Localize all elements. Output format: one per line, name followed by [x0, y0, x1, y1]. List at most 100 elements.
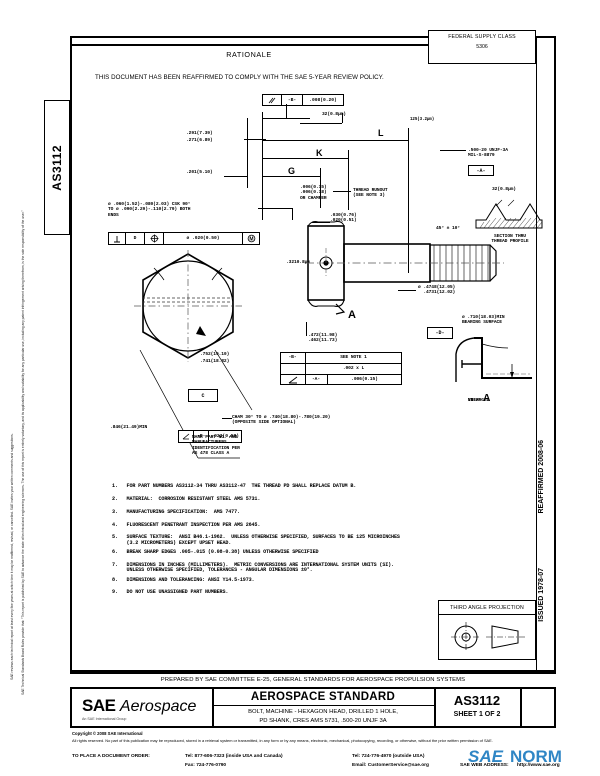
- projection-label: THIRD ANGLE PROJECTION: [438, 601, 536, 614]
- shank-dia-leader: [398, 290, 416, 291]
- doc-title: BOLT, MACHINE - HEXAGON HEAD, DRILLED 1 …: [214, 705, 432, 728]
- issued-date: ISSUED 1978-07: [538, 568, 552, 668]
- doc-number-text: AS3112: [453, 692, 501, 708]
- footer-tel-inside: Tel: 877-606-7323 (inside USA and Canada…: [185, 754, 283, 759]
- projection-box-divider: [438, 614, 536, 615]
- svg-text:NORM: NORM: [510, 747, 562, 766]
- footer-web-link[interactable]: http://www.sae.org: [517, 763, 560, 768]
- sae-norm-watermark: SAE NORM: [468, 745, 598, 767]
- thread-spec-leader: [440, 150, 466, 151]
- watermark-svg: SAE NORM: [468, 747, 562, 766]
- fcf-pos-symbol: [145, 233, 164, 244]
- fcf-table-datum-b: -B-: [288, 354, 297, 360]
- callout-head-height-max: .291(7.39): [186, 131, 213, 136]
- side-tab-label: AS3112: [44, 100, 70, 235]
- dim-label-K: K: [316, 148, 323, 158]
- fcf-top-datum: -B-: [282, 95, 303, 105]
- ext-line-G-right: [320, 168, 321, 208]
- datum-d-marker: -D-: [427, 327, 453, 339]
- federal-supply-class-box: [428, 30, 536, 64]
- svg-text:SAE: SAE: [468, 747, 504, 766]
- fcf-table-note-ref: SEE NOTE 1: [340, 354, 367, 360]
- footer-tel-outside: Tel: 724-776-4970 (outside USA): [352, 754, 425, 759]
- note-item: 1. FOR PART NUMBERS AS3112-34 THRU AS311…: [112, 483, 357, 489]
- issued-text: ISSUED 1978-07: [538, 568, 545, 622]
- view-a-sub-caption: ENLARGED: [468, 398, 490, 403]
- note-item: 7. DIMENSIONS IN INCHES (MILLIMETERS). M…: [112, 561, 394, 574]
- dim-line-G: [262, 176, 320, 177]
- fcf-table-col2: [327, 374, 328, 385]
- thread-runout-leader: [333, 191, 351, 192]
- hole-spec-leader-v: [292, 208, 293, 220]
- angularity-icon: [182, 433, 190, 440]
- bolt-side-view: A: [306, 220, 504, 321]
- ext-line-K-right: [348, 150, 349, 210]
- fcf-table-angularity-icon: [280, 374, 305, 385]
- federal-supply-class-label: FEDERAL SUPPLY CLASS: [428, 32, 536, 42]
- title-block-col-3: [520, 687, 522, 728]
- view-a-label: VIEW: [468, 398, 479, 403]
- rationale-heading: RATIONALE: [70, 48, 428, 60]
- fcf-table-row1: [280, 363, 402, 364]
- callout-section-label: SECTION THRU THREAD PROFILE: [491, 234, 529, 245]
- fcf-corner: -B- .023(0.58): [178, 430, 242, 443]
- parallelism-icon: [268, 97, 276, 103]
- callout-head-chamfer: .201(5.10): [186, 170, 213, 175]
- rationale-top-rule: [70, 44, 428, 46]
- head-chamfer-dim-line: [224, 176, 248, 177]
- fcf-table: [280, 352, 402, 385]
- dim-line-K: [262, 158, 348, 159]
- view-a-letter: A: [483, 393, 491, 404]
- doc-number: AS3112: [434, 692, 520, 708]
- callout-thread-profile-finish: 32(0.8μm): [492, 187, 516, 192]
- fcf-corner-symbol: [179, 431, 195, 442]
- chamfer-end-leader: [222, 418, 232, 419]
- sae-logo-main: SAE: [82, 696, 116, 715]
- callout-thread-finish: 125(3.2μm): [410, 118, 435, 122]
- angularity-icon-2: [288, 376, 297, 383]
- callout-across-flats-max: .752(19.10): [200, 352, 230, 357]
- callout-across-corners: .846(21.49)MIN: [110, 425, 148, 430]
- fcf-table-flatness: .002 x L: [342, 365, 365, 371]
- reaffirmed-text: REAFFIRMED 2008-06: [538, 440, 545, 514]
- fcf-corner-value: .023(0.58): [211, 434, 239, 439]
- left-margin-legal-text: SAE reviews each technical report at lea…: [10, 180, 34, 700]
- fcf-top-flatness: -B- .008(0.20): [262, 94, 344, 106]
- fcf-table-perp-value: .006(0.15): [351, 376, 378, 382]
- fsc-label-text: FEDERAL SUPPLY CLASS: [448, 34, 516, 40]
- note-item: 3. MANUFACTURING SPECIFICATION: AMS 7477…: [112, 508, 240, 515]
- callout-grip-dim: .472(11.98) .462(11.73): [308, 333, 338, 344]
- title-block-col-1: [212, 687, 214, 728]
- datum-a-box: -A-: [468, 165, 494, 176]
- dim-label-G: G: [288, 166, 296, 176]
- federal-supply-class-value: 5306: [428, 42, 536, 52]
- perpendicular-icon: [114, 235, 120, 242]
- sae-logo: SAE Aerospace An SAE International Group: [82, 696, 208, 724]
- drawing-frame: [70, 36, 556, 672]
- sheet-number: SHEET 1 OF 2: [434, 708, 520, 720]
- ext-line-L-right: [408, 128, 409, 273]
- fcf-top-leader-h: [262, 118, 310, 119]
- fcf-table-row2: [280, 374, 402, 375]
- doc-type: AEROSPACE STANDARD: [212, 688, 434, 705]
- projection-label-text: THIRD ANGLE PROJECTION: [450, 604, 524, 611]
- fcf-corner-datum: -B-: [194, 431, 210, 442]
- ext-line-head-right: [262, 112, 263, 220]
- sae-logo-tagline: An SAE International Group: [82, 717, 127, 721]
- svg-text:A: A: [348, 309, 356, 321]
- surface-finish-leader: [300, 123, 342, 124]
- callout-shank-dia-finish: .3210.8μm: [286, 260, 310, 265]
- side-tab-text: AS3112: [50, 144, 64, 191]
- dim-label-L: L: [378, 128, 384, 138]
- fsc-value-text: 5306: [476, 44, 488, 50]
- rationale-heading-text: RATIONALE: [226, 49, 272, 59]
- right-date-column-divider: [536, 36, 537, 672]
- thread-profile-section-icon: [475, 199, 543, 229]
- rationale-body-text: THIS DOCUMENT HAS BEEN REAFFIRMED TO COM…: [95, 74, 384, 81]
- rationale-body: THIS DOCUMENT HAS BEEN REAFFIRMED TO COM…: [95, 66, 515, 81]
- head-height-dim-line: [244, 139, 266, 140]
- footer-rights: All rights reserved. No part of this pub…: [72, 738, 493, 743]
- callout-across-flats-min: .741(18.82): [200, 359, 230, 364]
- callout-top-surface-finish: 32(0.8μm): [322, 112, 346, 117]
